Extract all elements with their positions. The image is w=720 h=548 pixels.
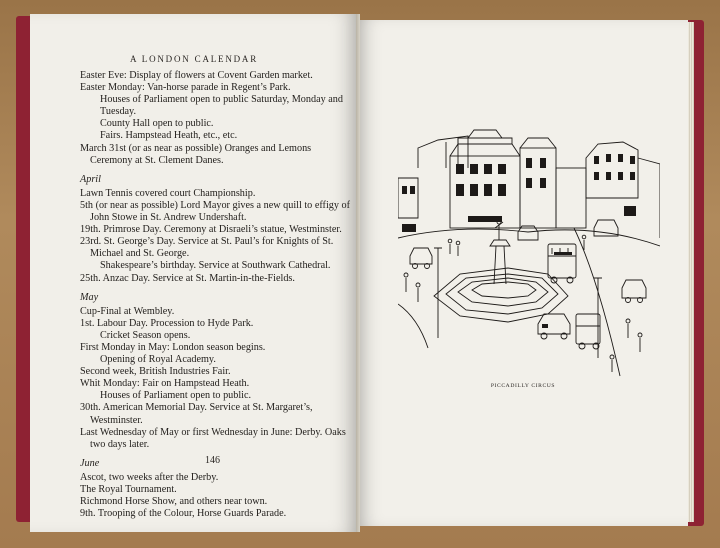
left-page	[30, 14, 358, 532]
page-edges	[688, 22, 694, 522]
page-number: 146	[205, 455, 220, 466]
calendar-entry: County Hall open to public.	[100, 118, 214, 130]
calendar-text: Easter Eve: Display of flowers at Covent…	[80, 70, 350, 520]
calendar-entry: Whit Monday: Fair on Hampstead Heath.	[80, 378, 250, 390]
calendar-entry: Shakespeare’s birthday. Service at South…	[100, 260, 331, 272]
right-page	[358, 20, 688, 526]
running-head: A LONDON CALENDAR	[129, 54, 259, 64]
calendar-entry: 19th. Primrose Day. Ceremony at Disraeli…	[80, 224, 342, 236]
month-heading: April	[80, 173, 101, 185]
book-gutter	[356, 14, 360, 532]
calendar-entry: 30th. American Memorial Day. Service at …	[80, 402, 313, 426]
calendar-entry: Cup-Final at Wembley.	[80, 305, 175, 317]
calendar-entry: Easter Monday: Van-horse parade in Regen…	[80, 82, 291, 94]
calendar-entry: March 31st (or as near as possible) Oran…	[80, 142, 312, 166]
calendar-entry: Lawn Tennis covered court Championship.	[80, 187, 256, 199]
calendar-entry: Ascot, two weeks after the Derby.	[80, 471, 219, 483]
calendar-entry: Richmond Horse Show, and others near tow…	[80, 496, 268, 508]
calendar-entry: Opening of Royal Academy.	[100, 354, 216, 366]
calendar-entry: 1st. Labour Day. Procession to Hyde Park…	[80, 317, 254, 329]
calendar-entry: Cricket Season opens.	[100, 329, 191, 341]
calendar-entry: Houses of Parliament open to public Satu…	[100, 94, 343, 118]
calendar-entry: Last Wednesday of May or first Wednesday…	[80, 426, 346, 450]
calendar-entry: Easter Eve: Display of flowers at Covent…	[80, 70, 313, 81]
calendar-entry: 23rd. St. George’s Day. Service at St. P…	[80, 236, 334, 260]
calendar-entry: First Monday in May: London season begin…	[80, 341, 266, 353]
calendar-entry: 25th. Anzac Day. Service at St. Martin-i…	[80, 272, 295, 284]
month-heading: June	[80, 457, 100, 469]
calendar-entry: The Royal Tournament.	[80, 484, 177, 495]
month-heading: May	[80, 291, 99, 303]
calendar-entry: Second week, British Industries Fair.	[80, 366, 231, 378]
calendar-entry: Houses of Parliament open to public.	[100, 390, 252, 402]
calendar-entry: 9th. Trooping of the Colour, Horse Guard…	[80, 508, 287, 520]
calendar-entry: 5th (or near as possible) Lord Mayor giv…	[80, 199, 350, 224]
piccadilly-circus-drawing-icon	[398, 129, 660, 377]
illustration-caption: PICCADILLY CIRCUS	[490, 383, 556, 389]
calendar-entry: Fairs. Hampstead Heath, etc., etc.	[100, 130, 238, 142]
